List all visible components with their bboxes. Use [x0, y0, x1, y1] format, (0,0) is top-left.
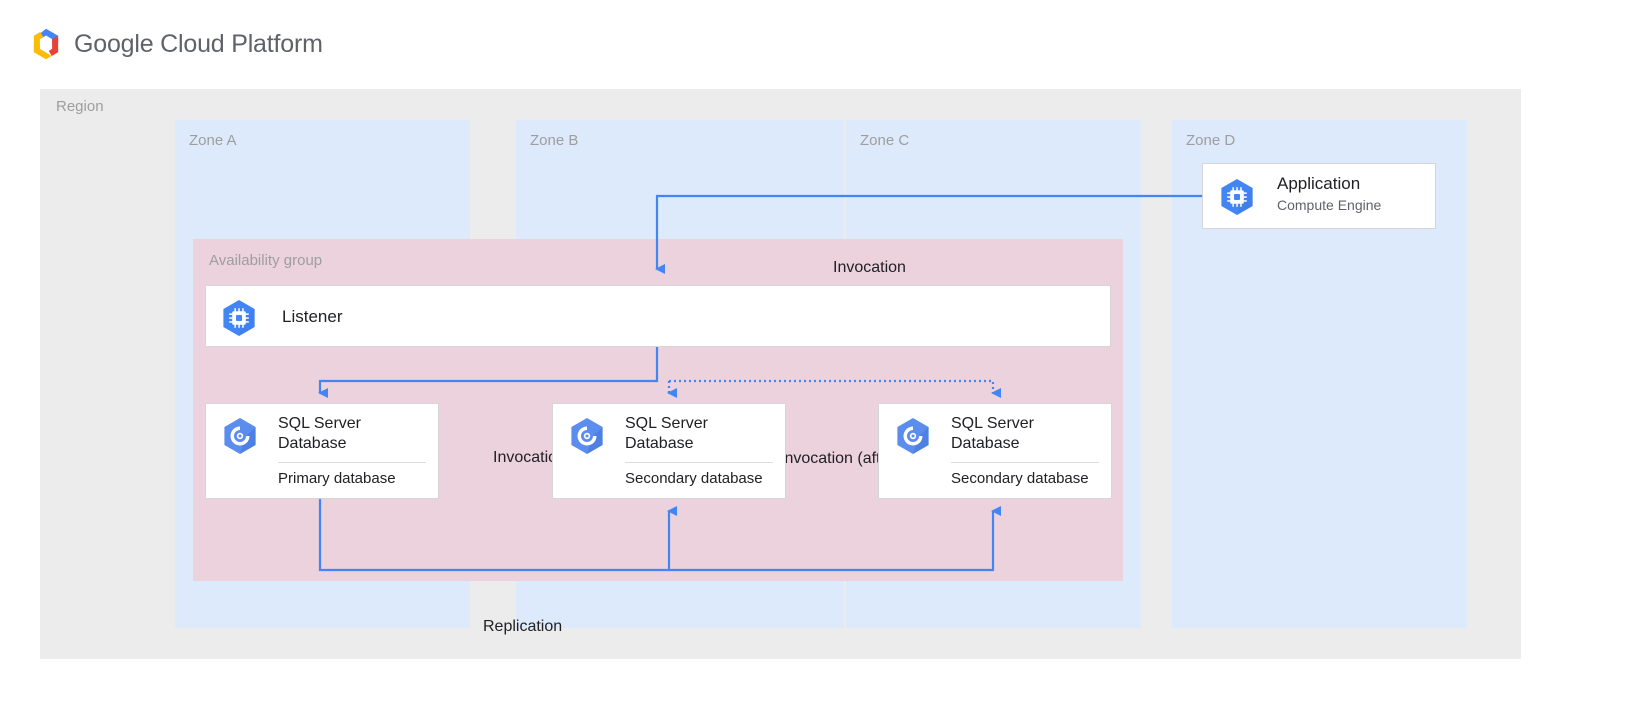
database-role: Secondary database [951, 470, 1089, 487]
database-role: Primary database [278, 470, 396, 487]
brand-wordmark: Google Cloud Platform [74, 30, 323, 58]
database-card-c[interactable]: SQL Server Database Secondary database [878, 403, 1112, 499]
sql-server-database-icon [224, 418, 256, 454]
database-role: Secondary database [625, 470, 763, 487]
compute-engine-icon [1221, 179, 1253, 215]
compute-engine-icon [223, 300, 255, 336]
application-title: Application [1277, 174, 1361, 193]
google-cloud-platform-logo-icon [33, 28, 59, 60]
zone-label-c: Zone C [860, 132, 910, 149]
application-card[interactable]: Application Compute Engine [1202, 163, 1436, 229]
zone-label-d: Zone D [1186, 132, 1236, 149]
connector-label-replication: Replication [483, 618, 563, 635]
connector-label-invocation-left: Invocation [493, 449, 566, 466]
listener-card[interactable]: Listener [205, 285, 1111, 347]
database-card-a[interactable]: SQL Server Database Primary database [205, 403, 439, 499]
region-label: Region [56, 98, 104, 115]
database-title: SQL Server Database [278, 415, 361, 452]
sql-server-database-icon [897, 418, 929, 454]
listener-title: Listener [282, 307, 343, 326]
database-divider [625, 462, 773, 463]
database-title: SQL Server Database [625, 415, 708, 452]
database-title: SQL Server Database [951, 415, 1034, 452]
region-panel: Region Zone A Zone B Zone C Zone D Avail… [40, 89, 1521, 659]
database-divider [278, 462, 426, 463]
zone-label-a: Zone A [189, 132, 237, 149]
database-divider [951, 462, 1099, 463]
sql-server-database-icon [571, 418, 603, 454]
connector-label-invocation-top: Invocation [833, 259, 906, 276]
page-header: Google Cloud Platform [0, 0, 1635, 85]
database-card-b[interactable]: SQL Server Database Secondary database [552, 403, 786, 499]
application-subtitle: Compute Engine [1277, 197, 1382, 213]
availability-group-label: Availability group [209, 252, 323, 269]
zone-label-b: Zone B [530, 132, 579, 149]
